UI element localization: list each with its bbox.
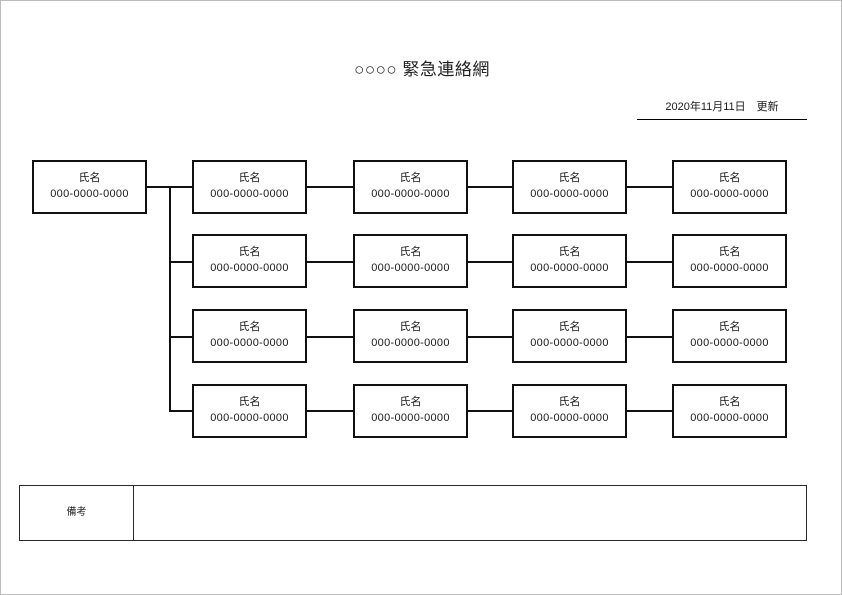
node-phone: 000-0000-0000: [371, 337, 450, 349]
node-name: 氏名: [399, 396, 422, 408]
node-name: 氏名: [238, 396, 261, 408]
node-phone: 000-0000-0000: [371, 412, 450, 424]
tree-node-r4c2[interactable]: 氏名 000-0000-0000: [353, 384, 468, 438]
node-name: 氏名: [399, 321, 422, 333]
connector-r3c1-r3c2: [307, 336, 354, 338]
connector-r3c3-r3c4: [627, 336, 673, 338]
connector-r4c1-r4c2: [307, 410, 354, 412]
node-name: 氏名: [558, 396, 581, 408]
tree-node-r4c1[interactable]: 氏名 000-0000-0000: [192, 384, 307, 438]
tree-node-r3c4[interactable]: 氏名 000-0000-0000: [672, 309, 787, 363]
node-phone: 000-0000-0000: [210, 262, 289, 274]
tree-node-r1c3[interactable]: 氏名 000-0000-0000: [512, 160, 627, 214]
node-phone: 000-0000-0000: [530, 188, 609, 200]
tree-node-r2c2[interactable]: 氏名 000-0000-0000: [353, 234, 468, 288]
node-name: 氏名: [718, 246, 741, 258]
connector-r4c3-r4c4: [627, 410, 673, 412]
node-name: 氏名: [558, 246, 581, 258]
connector-r2c2-r2c3: [468, 261, 513, 263]
node-phone: 000-0000-0000: [210, 412, 289, 424]
node-name: 氏名: [238, 172, 261, 184]
connector-r3c2-r3c3: [468, 336, 513, 338]
remarks-value-cell[interactable]: [134, 486, 806, 540]
tree-node-r1c2[interactable]: 氏名 000-0000-0000: [353, 160, 468, 214]
node-phone: 000-0000-0000: [530, 262, 609, 274]
node-phone: 000-0000-0000: [690, 262, 769, 274]
page-title: ○○○○ 緊急連絡網: [354, 60, 490, 79]
node-phone: 000-0000-0000: [690, 188, 769, 200]
tree-node-root[interactable]: 氏名 000-0000-0000: [32, 160, 147, 214]
connector-vertical-bus: [169, 186, 171, 412]
connector-r1c2-r1c3: [468, 186, 513, 188]
node-name: 氏名: [399, 172, 422, 184]
node-phone: 000-0000-0000: [371, 262, 450, 274]
node-name: 氏名: [718, 396, 741, 408]
connector-r1c1-r1c2: [307, 186, 354, 188]
node-phone: 000-0000-0000: [530, 412, 609, 424]
node-name: 氏名: [238, 321, 261, 333]
remarks-label: 備考: [66, 506, 87, 518]
node-phone: 000-0000-0000: [690, 412, 769, 424]
connector-root-to-bus: [147, 186, 171, 188]
node-name: 氏名: [399, 246, 422, 258]
connector-branch-row-1: [169, 186, 193, 188]
connector-branch-row-2: [169, 261, 193, 263]
tree-node-r1c4[interactable]: 氏名 000-0000-0000: [672, 160, 787, 214]
node-name: 氏名: [78, 172, 101, 184]
node-name: 氏名: [718, 172, 741, 184]
node-phone: 000-0000-0000: [210, 188, 289, 200]
node-phone: 000-0000-0000: [50, 188, 129, 200]
node-phone: 000-0000-0000: [371, 188, 450, 200]
node-name: 氏名: [718, 321, 741, 333]
tree-node-r2c4[interactable]: 氏名 000-0000-0000: [672, 234, 787, 288]
remarks-table: 備考: [19, 485, 807, 541]
node-phone: 000-0000-0000: [530, 337, 609, 349]
connector-branch-row-4: [169, 410, 193, 412]
connector-r2c1-r2c2: [307, 261, 354, 263]
connector-r4c2-r4c3: [468, 410, 513, 412]
tree-node-r2c1[interactable]: 氏名 000-0000-0000: [192, 234, 307, 288]
connector-r1c3-r1c4: [627, 186, 673, 188]
tree-node-r3c2[interactable]: 氏名 000-0000-0000: [353, 309, 468, 363]
node-name: 氏名: [558, 321, 581, 333]
tree-node-r2c3[interactable]: 氏名 000-0000-0000: [512, 234, 627, 288]
node-phone: 000-0000-0000: [210, 337, 289, 349]
node-phone: 000-0000-0000: [690, 337, 769, 349]
tree-node-r3c3[interactable]: 氏名 000-0000-0000: [512, 309, 627, 363]
tree-node-r1c1[interactable]: 氏名 000-0000-0000: [192, 160, 307, 214]
connector-r2c3-r2c4: [627, 261, 673, 263]
node-name: 氏名: [558, 172, 581, 184]
remarks-label-cell: 備考: [20, 486, 134, 540]
tree-node-r3c1[interactable]: 氏名 000-0000-0000: [192, 309, 307, 363]
update-date-text: 2020年11月11日 更新: [665, 101, 779, 113]
node-name: 氏名: [238, 246, 261, 258]
update-date-block: 2020年11月11日 更新: [637, 97, 807, 120]
tree-node-r4c4[interactable]: 氏名 000-0000-0000: [672, 384, 787, 438]
connector-branch-row-3: [169, 336, 193, 338]
tree-node-r4c3[interactable]: 氏名 000-0000-0000: [512, 384, 627, 438]
